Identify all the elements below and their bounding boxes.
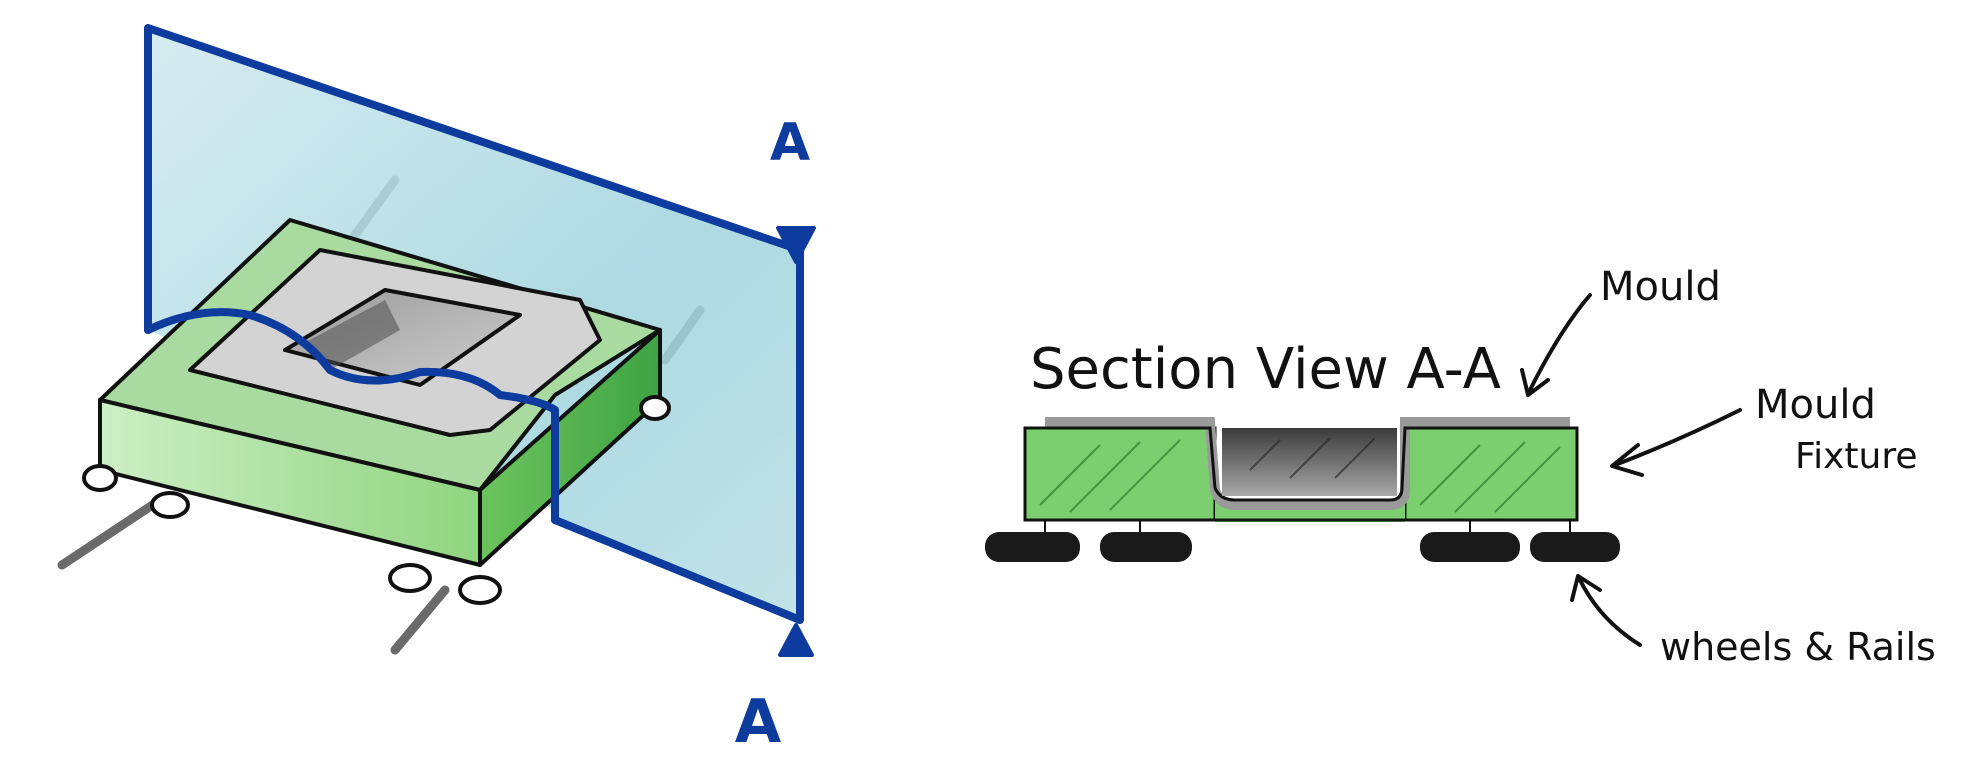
section-marker-top: A [770, 113, 816, 264]
isometric-view: A A [57, 24, 816, 757]
section-view-title: Section View A-A [1030, 337, 1501, 402]
section-arrow-top [776, 226, 816, 264]
callout-mould-fixture-label-line2: Fixture [1795, 436, 1917, 477]
callout-mould-label: Mould [1600, 264, 1721, 310]
section-wheels [985, 520, 1620, 562]
section-marker-bottom: A [735, 623, 814, 757]
section-view: Section View A-A [985, 264, 1936, 669]
section-arrow-bottom [778, 623, 814, 657]
wheels [82, 395, 671, 605]
callout-mould: Mould [1520, 264, 1721, 397]
section-mould [1045, 417, 1575, 510]
section-marker-bottom-label: A [735, 687, 782, 757]
section-plane-cut-line [144, 308, 559, 524]
callout-mould-fixture-label-line1: Mould [1755, 382, 1876, 428]
callout-mould-fixture: Mould Fixture [1610, 382, 1917, 477]
section-fixture [1023, 426, 1579, 522]
callout-wheels-rails-label: wheels & Rails [1660, 625, 1936, 669]
callout-wheels-rails: wheels & Rails [1570, 574, 1936, 669]
section-mould-cavity [1222, 428, 1397, 496]
section-marker-top-label: A [770, 113, 810, 173]
